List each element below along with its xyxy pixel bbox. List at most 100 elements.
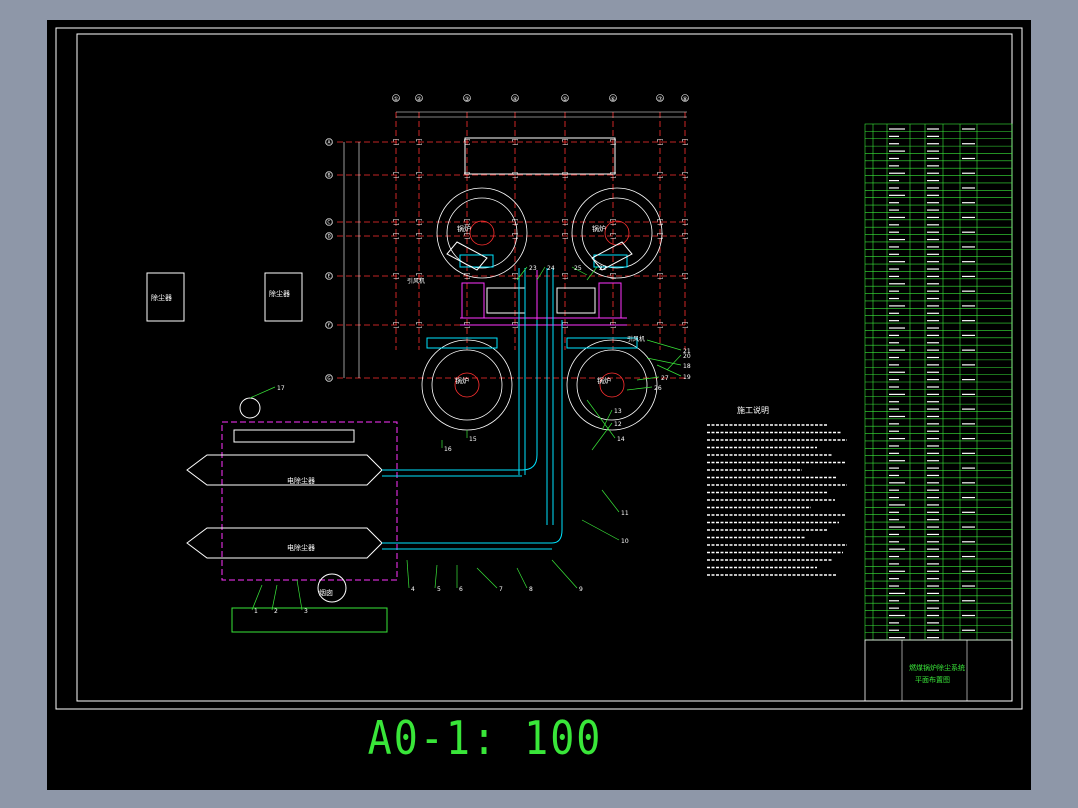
leader-number: 5 [437, 586, 441, 593]
leader-line [591, 422, 613, 451]
column-mark [682, 139, 688, 145]
grid-bubble [511, 94, 519, 102]
column-mark [562, 322, 568, 328]
grid-bubble [609, 94, 617, 102]
fan-right-label: 引风机 [627, 335, 645, 343]
boilers [421, 187, 663, 431]
leader-number: 6 [459, 586, 463, 593]
column-mark [682, 219, 688, 225]
leader-number: 21 [683, 348, 691, 355]
column-mark [562, 273, 568, 279]
leader-line [601, 409, 613, 431]
column-mark [682, 233, 688, 239]
grid-bubble [325, 321, 333, 329]
grid-row-label: Ⓒ [326, 219, 332, 227]
column-mark [512, 139, 518, 145]
boiler-3-label: 锅炉 [455, 376, 469, 385]
grid-bubble [681, 94, 689, 102]
leader-number: 7 [499, 586, 503, 593]
leader-line [551, 559, 578, 589]
title-block: 燃煤锅炉除尘系统 平面布置图 [864, 639, 1013, 702]
dust-collector-lower-label: 电除尘器 [287, 543, 315, 552]
column-mark [464, 172, 470, 178]
leader-lines [249, 266, 682, 611]
grid-row-label: Ⓔ [326, 273, 332, 281]
column-mark [416, 273, 422, 279]
leader-number: 8 [529, 586, 533, 593]
leader-number: 19 [683, 374, 691, 381]
grid-column-label: ⑦ [657, 96, 663, 103]
column-mark [610, 139, 616, 145]
grid-column-label: ① [393, 96, 398, 103]
column-mark [682, 172, 688, 178]
room-mid [264, 272, 303, 322]
leader-line [601, 489, 620, 513]
column-mark [512, 219, 518, 225]
building-outline [464, 137, 616, 175]
leader-number: 27 [661, 375, 669, 382]
leader-number: 9 [579, 586, 583, 593]
leader-line [586, 266, 598, 281]
column-mark [393, 273, 399, 279]
column-mark [393, 172, 399, 178]
notes-title: 施工说明 [737, 405, 769, 415]
leader-line [476, 567, 498, 589]
fan-left-label: 引风机 [407, 277, 425, 285]
construction-notes: 施工说明 [707, 405, 847, 576]
leader-number: 13 [614, 408, 622, 415]
column-mark [464, 233, 470, 239]
column-mark [512, 322, 518, 328]
leader-number: 25 [574, 265, 582, 272]
leader-number: 1 [254, 608, 258, 615]
grid-bubble [325, 218, 333, 226]
room-mid-label: 除尘器 [269, 289, 290, 298]
leader-line [666, 354, 682, 371]
leader-line [646, 339, 682, 351]
column-mark [512, 172, 518, 178]
column-mark [657, 322, 663, 328]
stack-label: 烟囱 [319, 588, 333, 597]
scale-caption: A0-1: 100 [367, 712, 603, 766]
outer-frame [55, 27, 1023, 710]
grid-bubble [325, 374, 333, 382]
grid-column-label: ⑥ [610, 96, 615, 103]
column-mark [393, 233, 399, 239]
leader-line [626, 386, 653, 391]
leader-line [406, 559, 410, 589]
column-mark [682, 273, 688, 279]
column-mark [512, 273, 518, 279]
leader-line [296, 579, 303, 611]
column-mark [393, 219, 399, 225]
column-mark [610, 273, 616, 279]
column-mark [416, 172, 422, 178]
column-mark [562, 233, 568, 239]
leader-number: 11 [621, 510, 629, 517]
column-mark [512, 233, 518, 239]
leader-line [586, 399, 616, 439]
leader-number: 24 [547, 265, 555, 272]
column-mark [657, 273, 663, 279]
room-left-label: 除尘器 [151, 293, 172, 302]
leader-number: 4 [411, 586, 415, 593]
axis-grid [337, 112, 688, 379]
column-mark [562, 219, 568, 225]
leader-line [636, 376, 660, 381]
grid-bubble [325, 171, 333, 179]
leader-number: 16 [444, 446, 452, 453]
leader-line [249, 386, 276, 399]
grid-column-label: ③ [464, 96, 469, 103]
column-mark [416, 219, 422, 225]
title-line-2: 平面布置图 [915, 675, 950, 684]
column-mark [562, 172, 568, 178]
leader-number: 3 [304, 608, 308, 615]
leader-number: 15 [469, 436, 477, 443]
grid-row-label: Ⓑ [326, 172, 332, 180]
boiler-labels: 锅炉 锅炉 锅炉 锅炉 [455, 224, 611, 385]
leader-number: 17 [277, 385, 285, 392]
leader-line [536, 266, 546, 281]
leader-number: 20 [683, 353, 691, 360]
column-mark [464, 219, 470, 225]
leader-line [581, 519, 620, 541]
